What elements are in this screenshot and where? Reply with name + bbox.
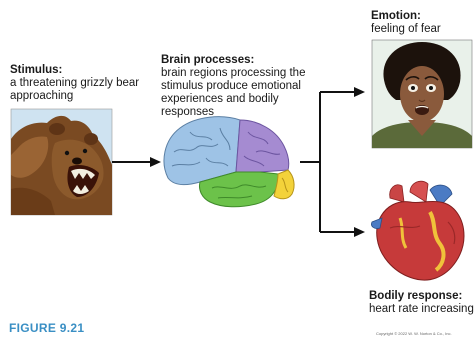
stimulus-heading: Stimulus: xyxy=(10,64,150,77)
bodily-response-heading: Bodily response: xyxy=(369,290,475,303)
brain-processes-heading: Brain processes: xyxy=(161,54,311,67)
stimulus-label: Stimulus: a threatening grizzly bear app… xyxy=(10,64,150,103)
fearful-face-image xyxy=(372,40,472,148)
arrow-brain-to-outputs xyxy=(300,82,370,242)
grizzly-bear-image xyxy=(11,109,112,215)
brain-image xyxy=(160,112,300,215)
arrow-stimulus-to-brain xyxy=(112,156,162,168)
bodily-response-label: Bodily response: heart rate increasing xyxy=(369,290,475,316)
bodily-response-text: heart rate increasing xyxy=(369,303,475,316)
figure-number: FIGURE 9.21 xyxy=(9,321,84,335)
brain-processes-label: Brain processes: brain regions processin… xyxy=(161,54,311,119)
heart-image xyxy=(370,178,470,286)
emotion-heading: Emotion: xyxy=(371,10,475,23)
emotion-text: feeling of fear xyxy=(371,23,475,36)
copyright-notice: Copyright © 2022 W. W. Norton & Co., Inc… xyxy=(376,331,452,336)
emotion-label: Emotion: feeling of fear xyxy=(371,10,475,36)
stimulus-text: a threatening grizzly bear approaching xyxy=(10,77,150,103)
